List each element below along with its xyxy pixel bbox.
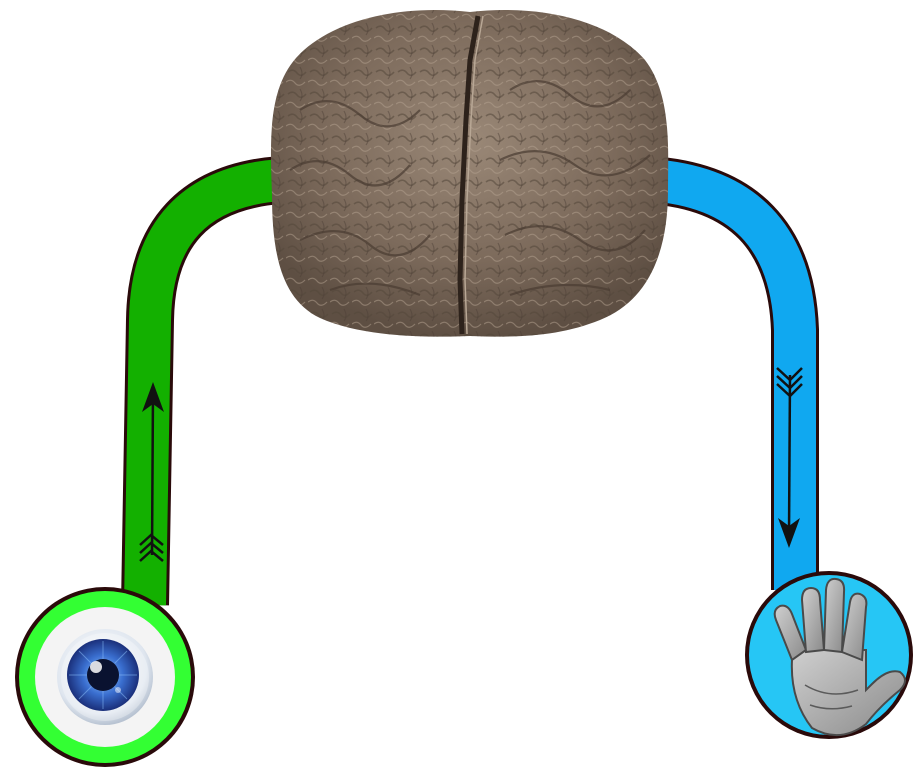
brain-icon xyxy=(271,10,668,337)
sensory-pathway xyxy=(140,180,280,605)
eye-icon xyxy=(57,629,153,725)
motor-pathway xyxy=(650,180,802,590)
hand-node xyxy=(745,571,913,739)
sensory-path-fill xyxy=(145,180,280,605)
eye-node xyxy=(15,587,195,767)
